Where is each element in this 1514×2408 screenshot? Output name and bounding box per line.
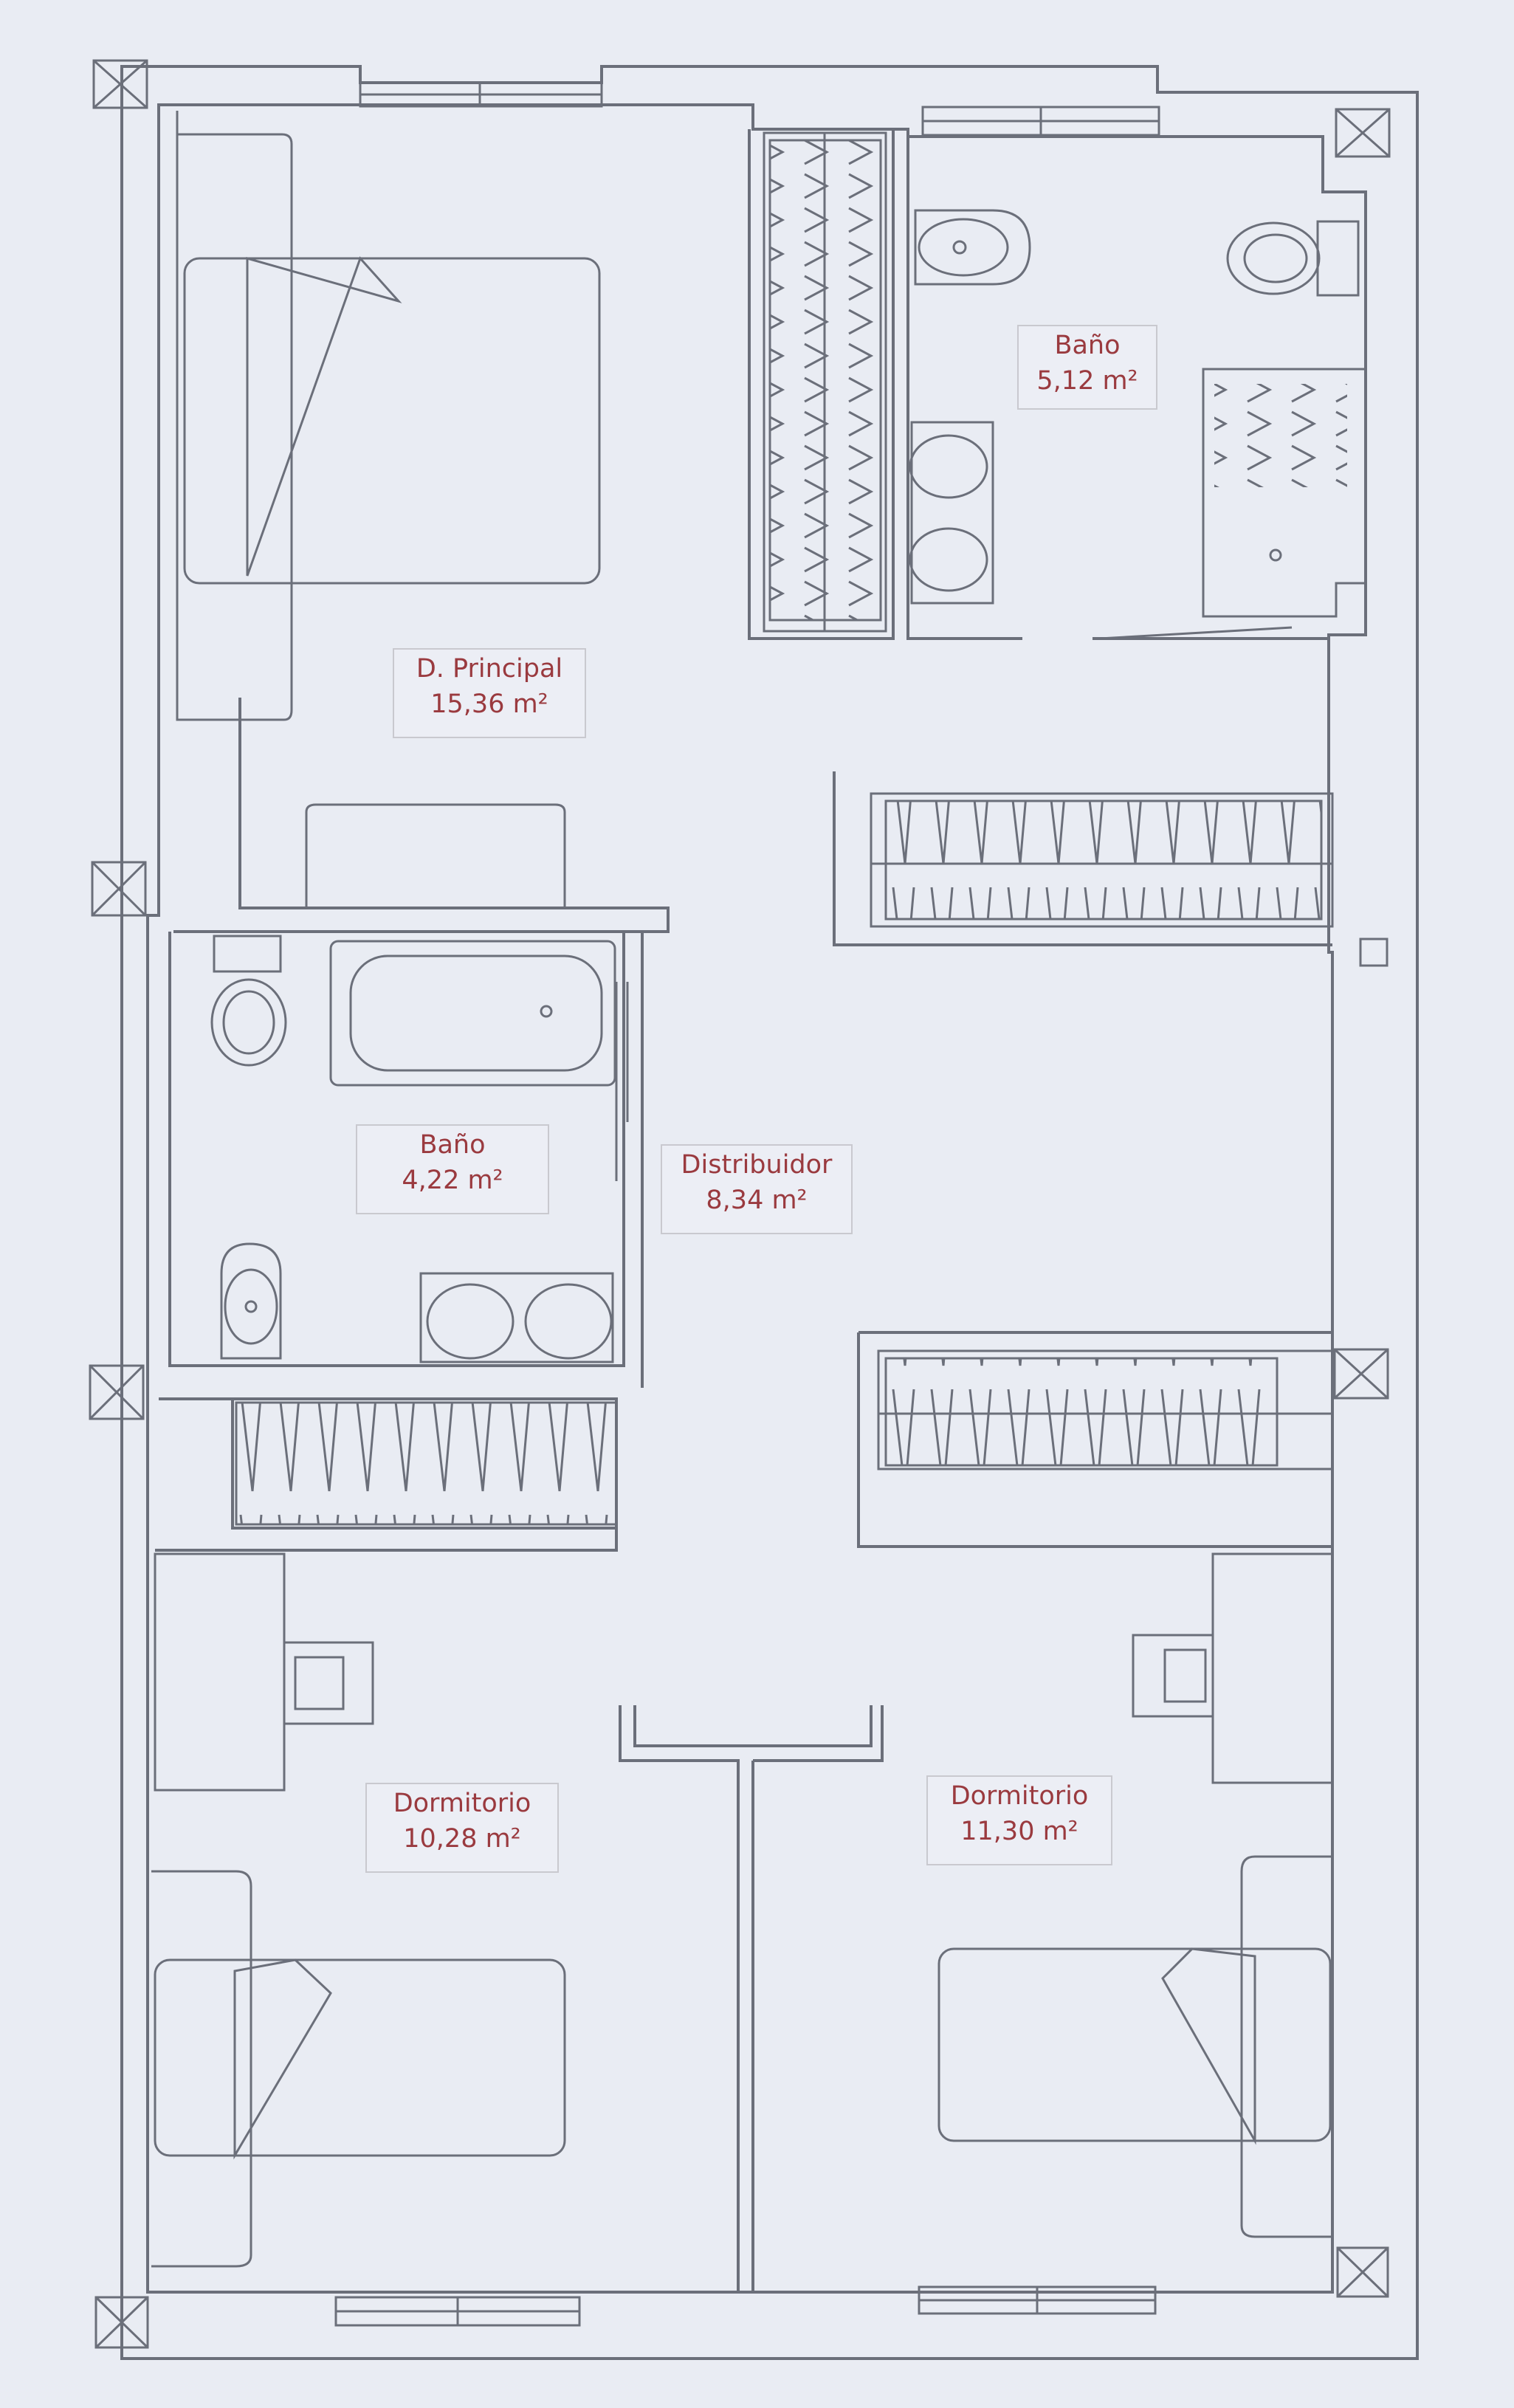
room-name: Dormitorio [393, 1789, 531, 1818]
chair-icon [1132, 1634, 1214, 1718]
room-name: Distribuidor [681, 1150, 833, 1180]
desk-icon [1211, 1552, 1334, 1784]
room-area: 15,36 m² [430, 689, 548, 719]
bathtub-icon [329, 940, 616, 1087]
bed-icon [937, 1855, 1332, 2238]
bed-icon [176, 111, 601, 721]
column-icon [94, 2296, 149, 2349]
wardrobe-icon [870, 792, 1334, 928]
column-icon [1335, 108, 1391, 158]
window-icon [359, 81, 603, 108]
room-name: Baño [419, 1130, 486, 1160]
room-label-dormitorio-2: Dormitorio 11,30 m² [926, 1775, 1112, 1865]
window-icon [918, 2285, 1157, 2315]
bidet-icon [220, 1242, 282, 1360]
room-name: Dormitorio [950, 1781, 1089, 1811]
room-area: 10,28 m² [403, 1824, 521, 1854]
small-column-icon [1359, 938, 1389, 967]
room-label-dormitorio-principal: D. Principal 15,36 m² [393, 648, 586, 738]
shower-screen-icon [615, 982, 629, 1181]
room-area: 11,30 m² [960, 1817, 1078, 1846]
column-icon [89, 1364, 145, 1420]
room-label-bano-principal: Baño 5,12 m² [1017, 325, 1157, 410]
windows [334, 81, 1160, 2327]
column-icon [1333, 1348, 1389, 1400]
room-name: Baño [1054, 331, 1121, 360]
window-icon [334, 2296, 581, 2327]
walls [120, 65, 1419, 2360]
column-icon [1336, 2246, 1389, 2298]
desk-icon [154, 1552, 286, 1792]
shower-icon [1099, 368, 1367, 640]
wardrobe-icon [877, 1349, 1334, 1470]
column-icon [92, 59, 148, 109]
room-name: D. Principal [416, 654, 563, 684]
sink-icon [909, 421, 994, 605]
window-icon [921, 106, 1160, 137]
room-label-dormitorio-1: Dormitorio 10,28 m² [365, 1783, 559, 1873]
room-label-bano-2: Baño 4,22 m² [356, 1124, 549, 1214]
columns [89, 59, 1391, 2349]
bidet-icon [914, 209, 1031, 286]
bench-icon [305, 803, 566, 908]
wardrobe-icon [763, 131, 887, 633]
room-area: 8,34 m² [706, 1186, 808, 1215]
room-area: 4,22 m² [402, 1166, 503, 1195]
room-area: 5,12 m² [1036, 366, 1138, 396]
bed-icon [151, 1870, 566, 2268]
sink-icon [419, 1272, 614, 1363]
toilet-icon [210, 935, 287, 1067]
chair-icon [283, 1641, 374, 1725]
column-icon [91, 861, 147, 917]
room-label-distribuidor: Distribuidor 8,34 m² [661, 1144, 853, 1234]
toilet-icon [1226, 220, 1360, 297]
wardrobe-icon [235, 1401, 618, 1526]
